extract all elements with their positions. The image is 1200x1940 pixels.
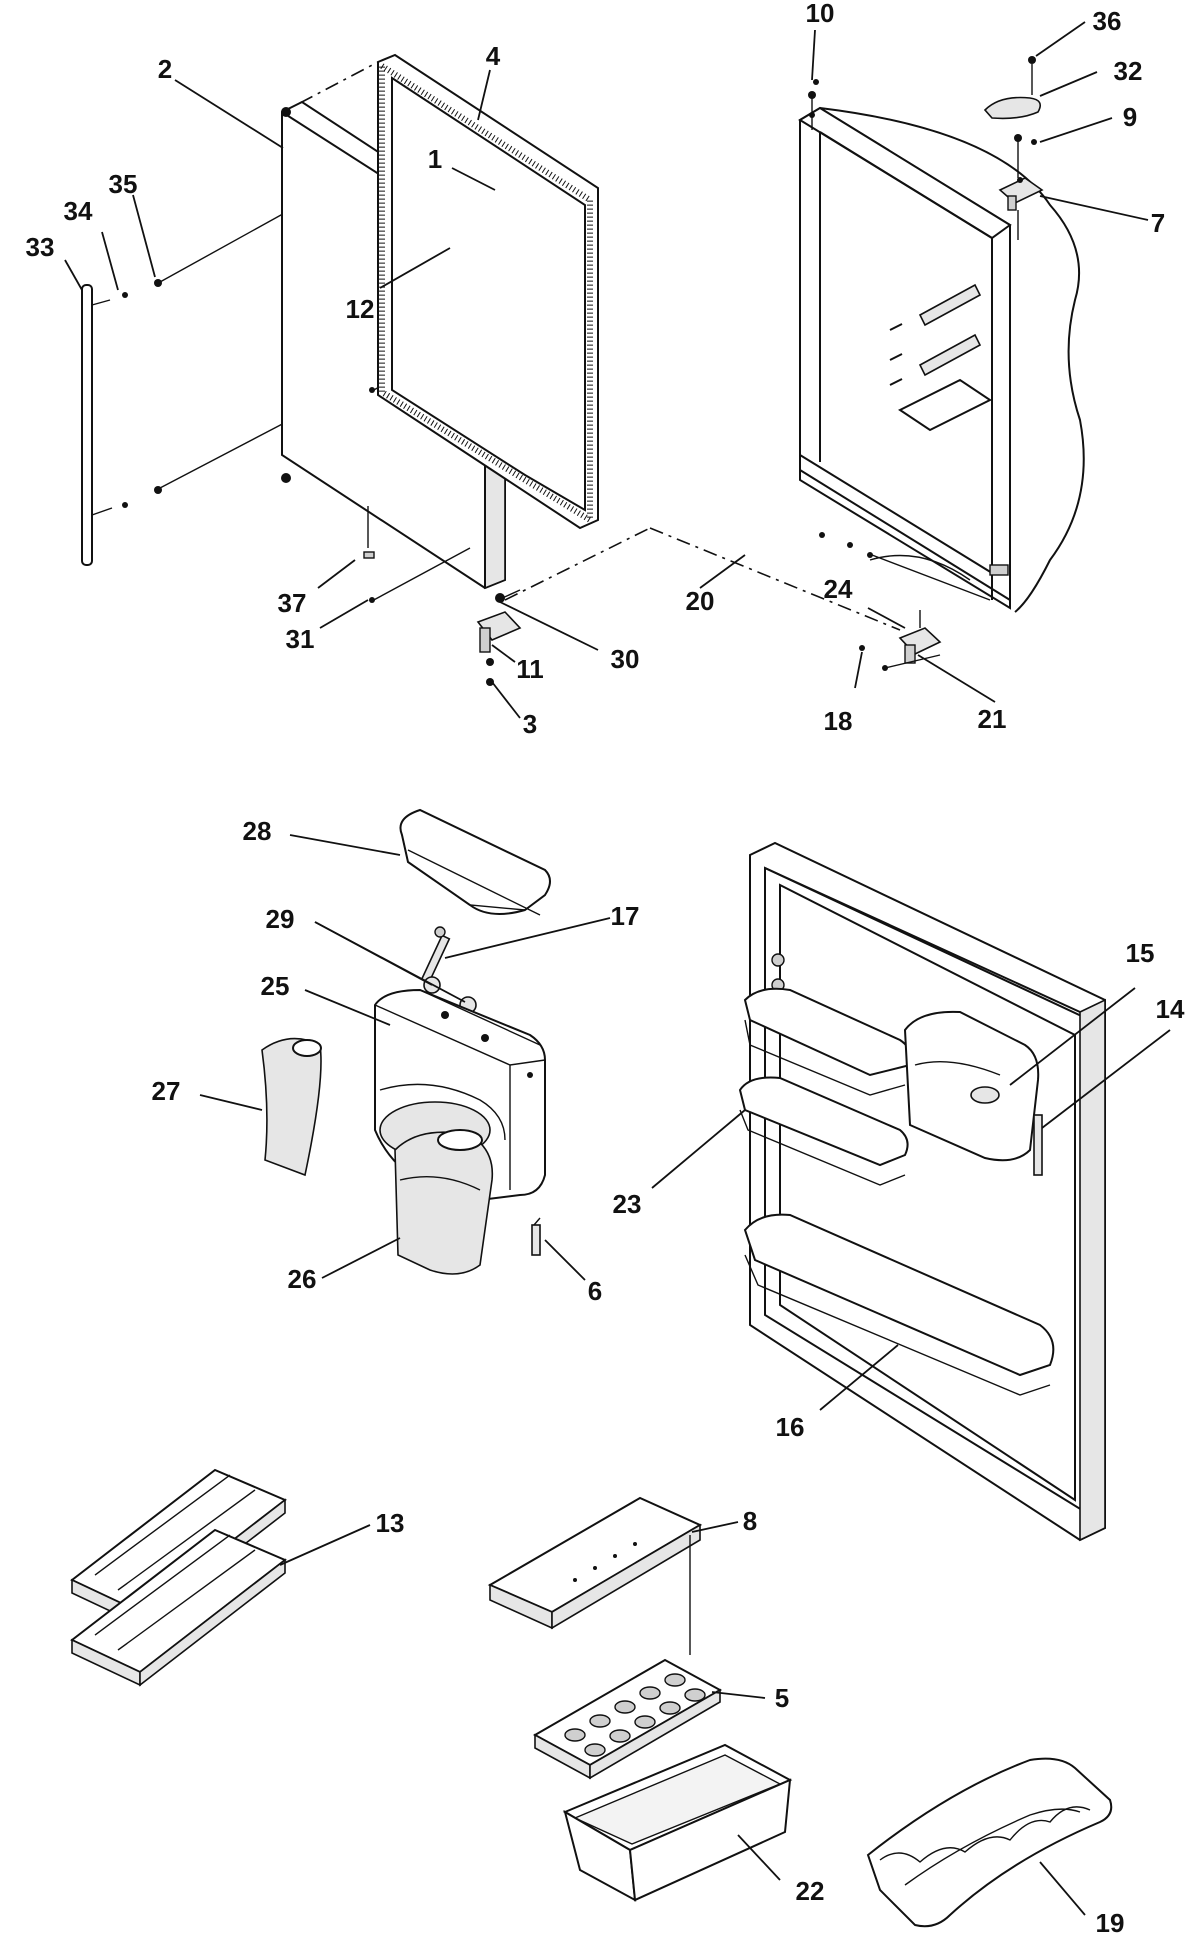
leader-lines <box>64 21 1171 1916</box>
callout-17: 17 <box>611 901 640 931</box>
callout-28: 28 <box>243 816 272 846</box>
shelf <box>487 1496 703 1655</box>
callout-5: 5 <box>775 1683 789 1713</box>
door-shelves <box>738 987 1055 1396</box>
callout-2: 2 <box>158 54 172 84</box>
top-hinge-assembly <box>983 56 1044 240</box>
crisper-bin <box>562 1743 793 1902</box>
dispenser-shaft <box>420 926 451 984</box>
door-handle <box>81 209 291 566</box>
bottom-hinge <box>476 589 522 686</box>
callout-3: 3 <box>523 709 537 739</box>
callout-34: 34 <box>64 196 93 226</box>
callout-21: 21 <box>978 704 1007 734</box>
callout-1: 1 <box>428 144 442 174</box>
callout-31: 31 <box>286 624 315 654</box>
callout-23: 23 <box>613 1189 642 1219</box>
door-gasket <box>377 53 599 530</box>
callout-20: 20 <box>686 586 715 616</box>
ice-trays <box>70 1468 287 1687</box>
callout-33: 33 <box>26 232 55 262</box>
wine-rack <box>866 1757 1113 1928</box>
callout-36: 36 <box>1093 6 1122 36</box>
egg-tray <box>532 1658 723 1780</box>
ice-bin-cover <box>261 1037 322 1177</box>
callout-11: 11 <box>516 654 544 684</box>
door-bin <box>399 808 551 916</box>
callout-30: 30 <box>611 644 640 674</box>
callout-26: 26 <box>288 1264 317 1294</box>
callout-6: 6 <box>588 1276 602 1306</box>
callout-8: 8 <box>743 1506 757 1536</box>
auger-housing <box>394 1129 494 1275</box>
callout-16: 16 <box>776 1412 805 1442</box>
door-spring <box>1033 1114 1043 1176</box>
callout-37: 37 <box>278 588 307 618</box>
callout-13: 13 <box>376 1508 405 1538</box>
callout-4: 4 <box>486 41 501 71</box>
callout-24: 24 <box>824 574 853 604</box>
callout-19: 19 <box>1096 1908 1125 1938</box>
callout-12: 12 <box>346 294 375 324</box>
lower-hinge-bracket <box>859 610 942 671</box>
callout-labels: 2 4 1 12 35 34 33 37 31 11 30 3 10 36 32… <box>26 0 1185 1938</box>
callout-22: 22 <box>796 1876 825 1906</box>
callout-32: 32 <box>1114 56 1143 86</box>
callout-18: 18 <box>824 706 853 736</box>
callout-7: 7 <box>1151 208 1165 238</box>
callout-25: 25 <box>261 971 290 1001</box>
callout-9: 9 <box>1123 102 1137 132</box>
callout-14: 14 <box>1156 994 1185 1024</box>
clip <box>531 1217 541 1256</box>
callout-29: 29 <box>266 904 295 934</box>
refrigerator-cabinet <box>798 79 1085 613</box>
callout-10: 10 <box>806 0 835 28</box>
callout-35: 35 <box>109 169 138 199</box>
callout-27: 27 <box>152 1076 181 1106</box>
callout-15: 15 <box>1126 938 1155 968</box>
